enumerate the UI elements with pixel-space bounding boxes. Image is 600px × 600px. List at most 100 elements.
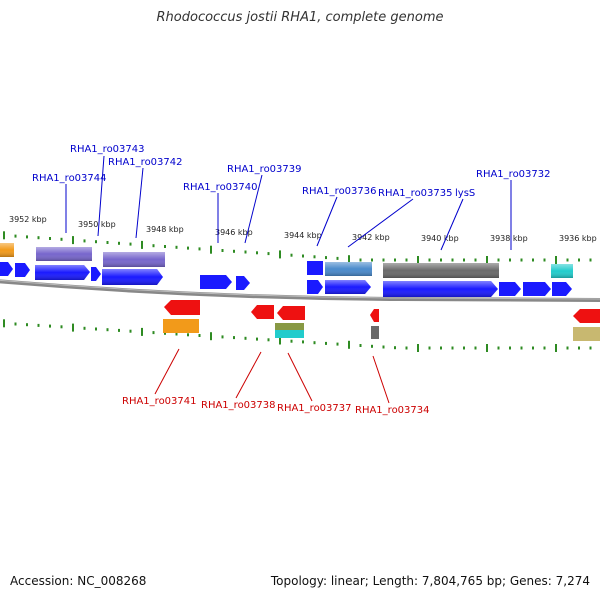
minor-tick: [440, 346, 442, 350]
cds-arrow-reverse: [251, 305, 274, 319]
minor-tick: [509, 258, 511, 262]
cds-arrow: [552, 282, 572, 296]
minor-tick: [589, 346, 592, 350]
minor-tick: [233, 336, 235, 340]
minor-tick: [371, 258, 373, 262]
minor-tick: [187, 246, 189, 250]
scale-label: 3950 kbp: [78, 220, 116, 229]
minor-tick: [83, 239, 86, 243]
minor-tick: [336, 342, 339, 346]
minor-tick: [290, 253, 293, 257]
scale-label: 3948 kbp: [146, 225, 184, 234]
upper-feature-row: [0, 243, 573, 278]
feature-orange: [163, 319, 199, 333]
minor-tick: [118, 241, 120, 245]
major-tick: [141, 240, 143, 249]
minor-tick: [244, 250, 247, 254]
minor-tick: [463, 346, 465, 350]
gene-label: RHA1_ro03740: [183, 182, 258, 193]
minor-tick: [520, 258, 523, 262]
minor-tick: [474, 346, 477, 350]
cds-arrow-reverse: [573, 309, 600, 323]
minor-tick: [175, 332, 178, 336]
gene-label: RHA1_ro03744: [32, 173, 107, 184]
minor-tick: [578, 258, 580, 262]
minor-tick: [451, 258, 454, 262]
cds-arrow: [499, 282, 521, 296]
minor-tick: [382, 258, 385, 262]
minor-tick: [60, 237, 63, 241]
cds-arrow-reverse: [164, 300, 200, 315]
cds-arrow-reverse: [277, 306, 305, 320]
major-tick: [279, 336, 281, 345]
gene-label: RHA1_ro03742: [108, 157, 183, 168]
cds-arrow: [236, 276, 250, 290]
forward-labels: RHA1_ro03743 RHA1_ro03742 RHA1_ro03744 R…: [32, 144, 551, 199]
minor-tick: [26, 235, 28, 239]
gene-label: RHA1_ro03739: [227, 164, 302, 175]
minor-tick: [313, 341, 316, 345]
minor-tick: [566, 258, 569, 262]
cds-arrow: [523, 282, 551, 296]
minor-tick: [589, 258, 592, 262]
minor-tick: [244, 336, 247, 340]
minor-tick: [175, 245, 178, 249]
minor-tick: [451, 346, 454, 350]
scale-label: 3936 kbp: [559, 234, 597, 243]
scale-label: 3942 kbp: [352, 233, 390, 242]
minor-tick: [520, 346, 523, 350]
minor-tick: [359, 344, 362, 347]
gene-label: RHA1_ro03734: [355, 405, 430, 416]
minor-tick: [37, 323, 40, 327]
major-tick: [348, 255, 350, 264]
minor-tick: [509, 346, 511, 350]
minor-tick: [428, 258, 431, 262]
minor-tick: [164, 245, 166, 248]
major-tick: [210, 245, 212, 254]
minor-tick: [106, 328, 109, 332]
forward-label-leaders: [65, 155, 512, 251]
accession-text: Accession: NC_008268: [10, 574, 147, 588]
minor-tick: [164, 331, 166, 335]
scale-label: 3946 kbp: [215, 228, 253, 237]
minor-tick: [129, 242, 132, 246]
gene-label: RHA1_ro03741: [122, 396, 197, 407]
minor-tick: [290, 339, 293, 343]
minor-tick: [152, 331, 155, 335]
feature-olive: [275, 323, 304, 330]
minor-tick: [578, 346, 580, 350]
feature-khaki: [573, 327, 600, 341]
minor-tick: [267, 338, 270, 342]
minor-tick: [95, 327, 97, 331]
gene-label: RHA1_ro03737: [277, 403, 352, 414]
major-tick: [3, 319, 5, 328]
major-tick: [141, 327, 143, 336]
minor-tick: [198, 334, 201, 337]
minor-tick: [221, 335, 224, 339]
minor-tick: [233, 249, 235, 253]
cds-arrow: [307, 261, 323, 275]
major-tick: [486, 256, 488, 264]
reverse-label-leaders: [154, 348, 390, 404]
minor-tick: [187, 333, 189, 337]
minor-tick: [325, 256, 327, 260]
minor-tick: [256, 251, 258, 255]
minor-tick: [463, 258, 465, 262]
major-tick: [210, 332, 212, 341]
major-tick: [72, 323, 74, 332]
major-tick: [279, 250, 281, 259]
minor-tick: [83, 326, 86, 330]
feature-cyan: [275, 330, 304, 338]
minor-tick: [371, 344, 373, 348]
minor-tick: [566, 346, 569, 350]
minor-tick: [60, 325, 63, 329]
scale-label: 3944 kbp: [284, 231, 322, 240]
gene-label: RHA1_ro03743: [70, 144, 145, 155]
minor-tick: [37, 236, 40, 240]
minor-tick: [394, 258, 396, 262]
minor-tick: [440, 258, 442, 262]
scale-label: 3952 kbp: [9, 215, 47, 224]
minor-tick: [382, 345, 385, 349]
reverse-labels: RHA1_ro03741 RHA1_ro03738 RHA1_ro03737 R…: [122, 396, 430, 416]
